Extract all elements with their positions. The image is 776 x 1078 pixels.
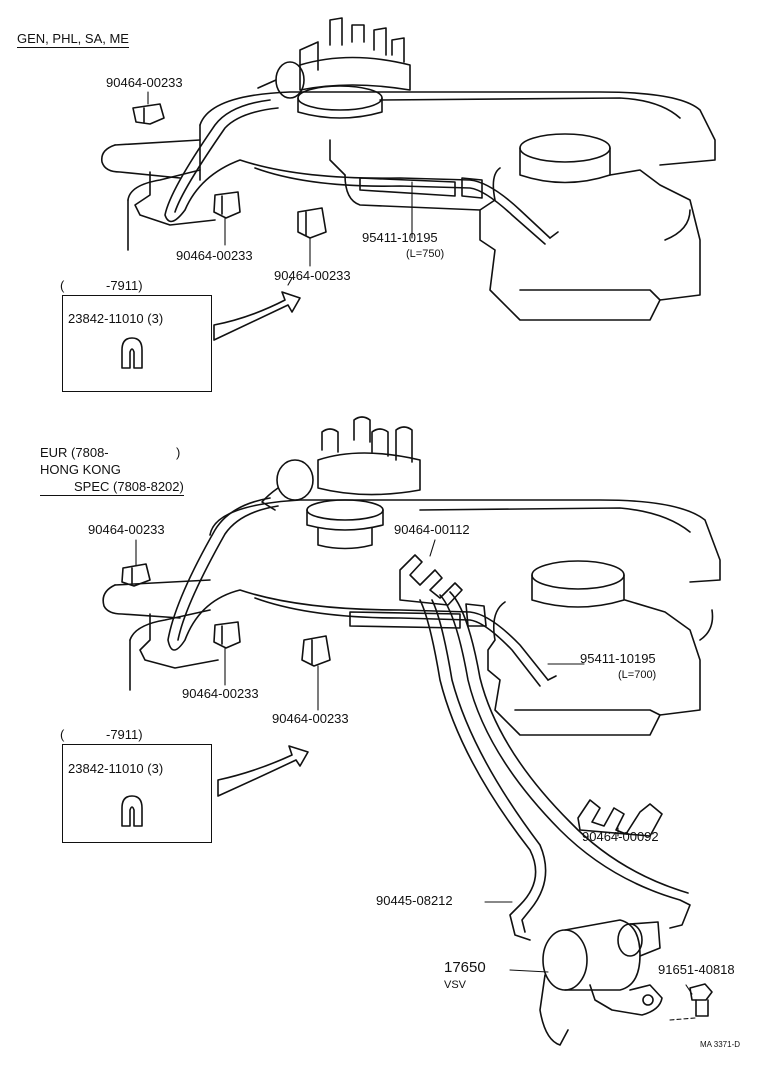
- top-clip-lower-mid-label: 90464-00233: [274, 268, 351, 283]
- bottom-engine-block: [102, 416, 721, 1046]
- top-inset-title-range: -7911): [106, 278, 143, 293]
- top-section-heading: GEN, PHL, SA, ME: [17, 31, 129, 48]
- bolt-part-label: 91651-40818: [658, 962, 735, 977]
- bottom-clip-lower-mid-label: 90464-00233: [272, 711, 349, 726]
- bottom-clip-upper-mid-label: 90464-00112: [394, 522, 470, 537]
- top-inset-box: [62, 295, 212, 392]
- bottom-heading-line3: SPEC (7808-8202): [40, 480, 184, 496]
- bottom-leader-lines: [135, 539, 696, 1021]
- top-inset-clip-icon: [121, 337, 143, 369]
- top-clip-lower-left-label: 90464-00233: [176, 248, 253, 263]
- bottom-hose-length-label: (L=700): [618, 669, 657, 681]
- bottom-hose-part-label: 95411-10195: [580, 651, 656, 666]
- bottom-clip-lower-left-label: 90464-00233: [182, 686, 259, 701]
- top-hose-length-label: (L=750): [406, 248, 445, 260]
- bottom-clip-right-label: 90464-00092: [582, 829, 659, 844]
- top-inset-arrow: [213, 291, 301, 341]
- bottom-inset-title-range: -7911): [106, 727, 143, 742]
- bottom-clip-upper-left-label: 90464-00233: [88, 522, 165, 537]
- drawing-code: MA 3371-D: [700, 1040, 741, 1049]
- top-inset-title-open: (: [60, 278, 65, 293]
- bottom-inset-arrow: [217, 745, 309, 797]
- bottom-inset-title-open: (: [60, 727, 65, 742]
- bottom-inset-clip-icon: [121, 795, 143, 827]
- bottom-inset-part-label: 23842-11010 (3): [68, 761, 164, 776]
- bottom-heading-line1-close: ): [176, 445, 181, 460]
- bottom-heading-line2: HONG KONG: [40, 462, 121, 477]
- bottom-heading-line1: EUR (7808-: [40, 445, 109, 460]
- top-engine-block: [100, 17, 716, 321]
- top-hose-part-label: 95411-10195: [362, 230, 438, 245]
- vsv-part-label: 17650: [444, 959, 486, 976]
- top-leader-lines: [147, 91, 413, 286]
- top-inset-part-label: 23842-11010 (3): [68, 311, 164, 326]
- vsv-label: VSV: [444, 979, 467, 991]
- top-clip-upper-left-label: 90464-00233: [106, 75, 183, 90]
- bottom-inset-box: [62, 744, 212, 843]
- vacuum-hose-part-label: 90445-08212: [376, 893, 453, 908]
